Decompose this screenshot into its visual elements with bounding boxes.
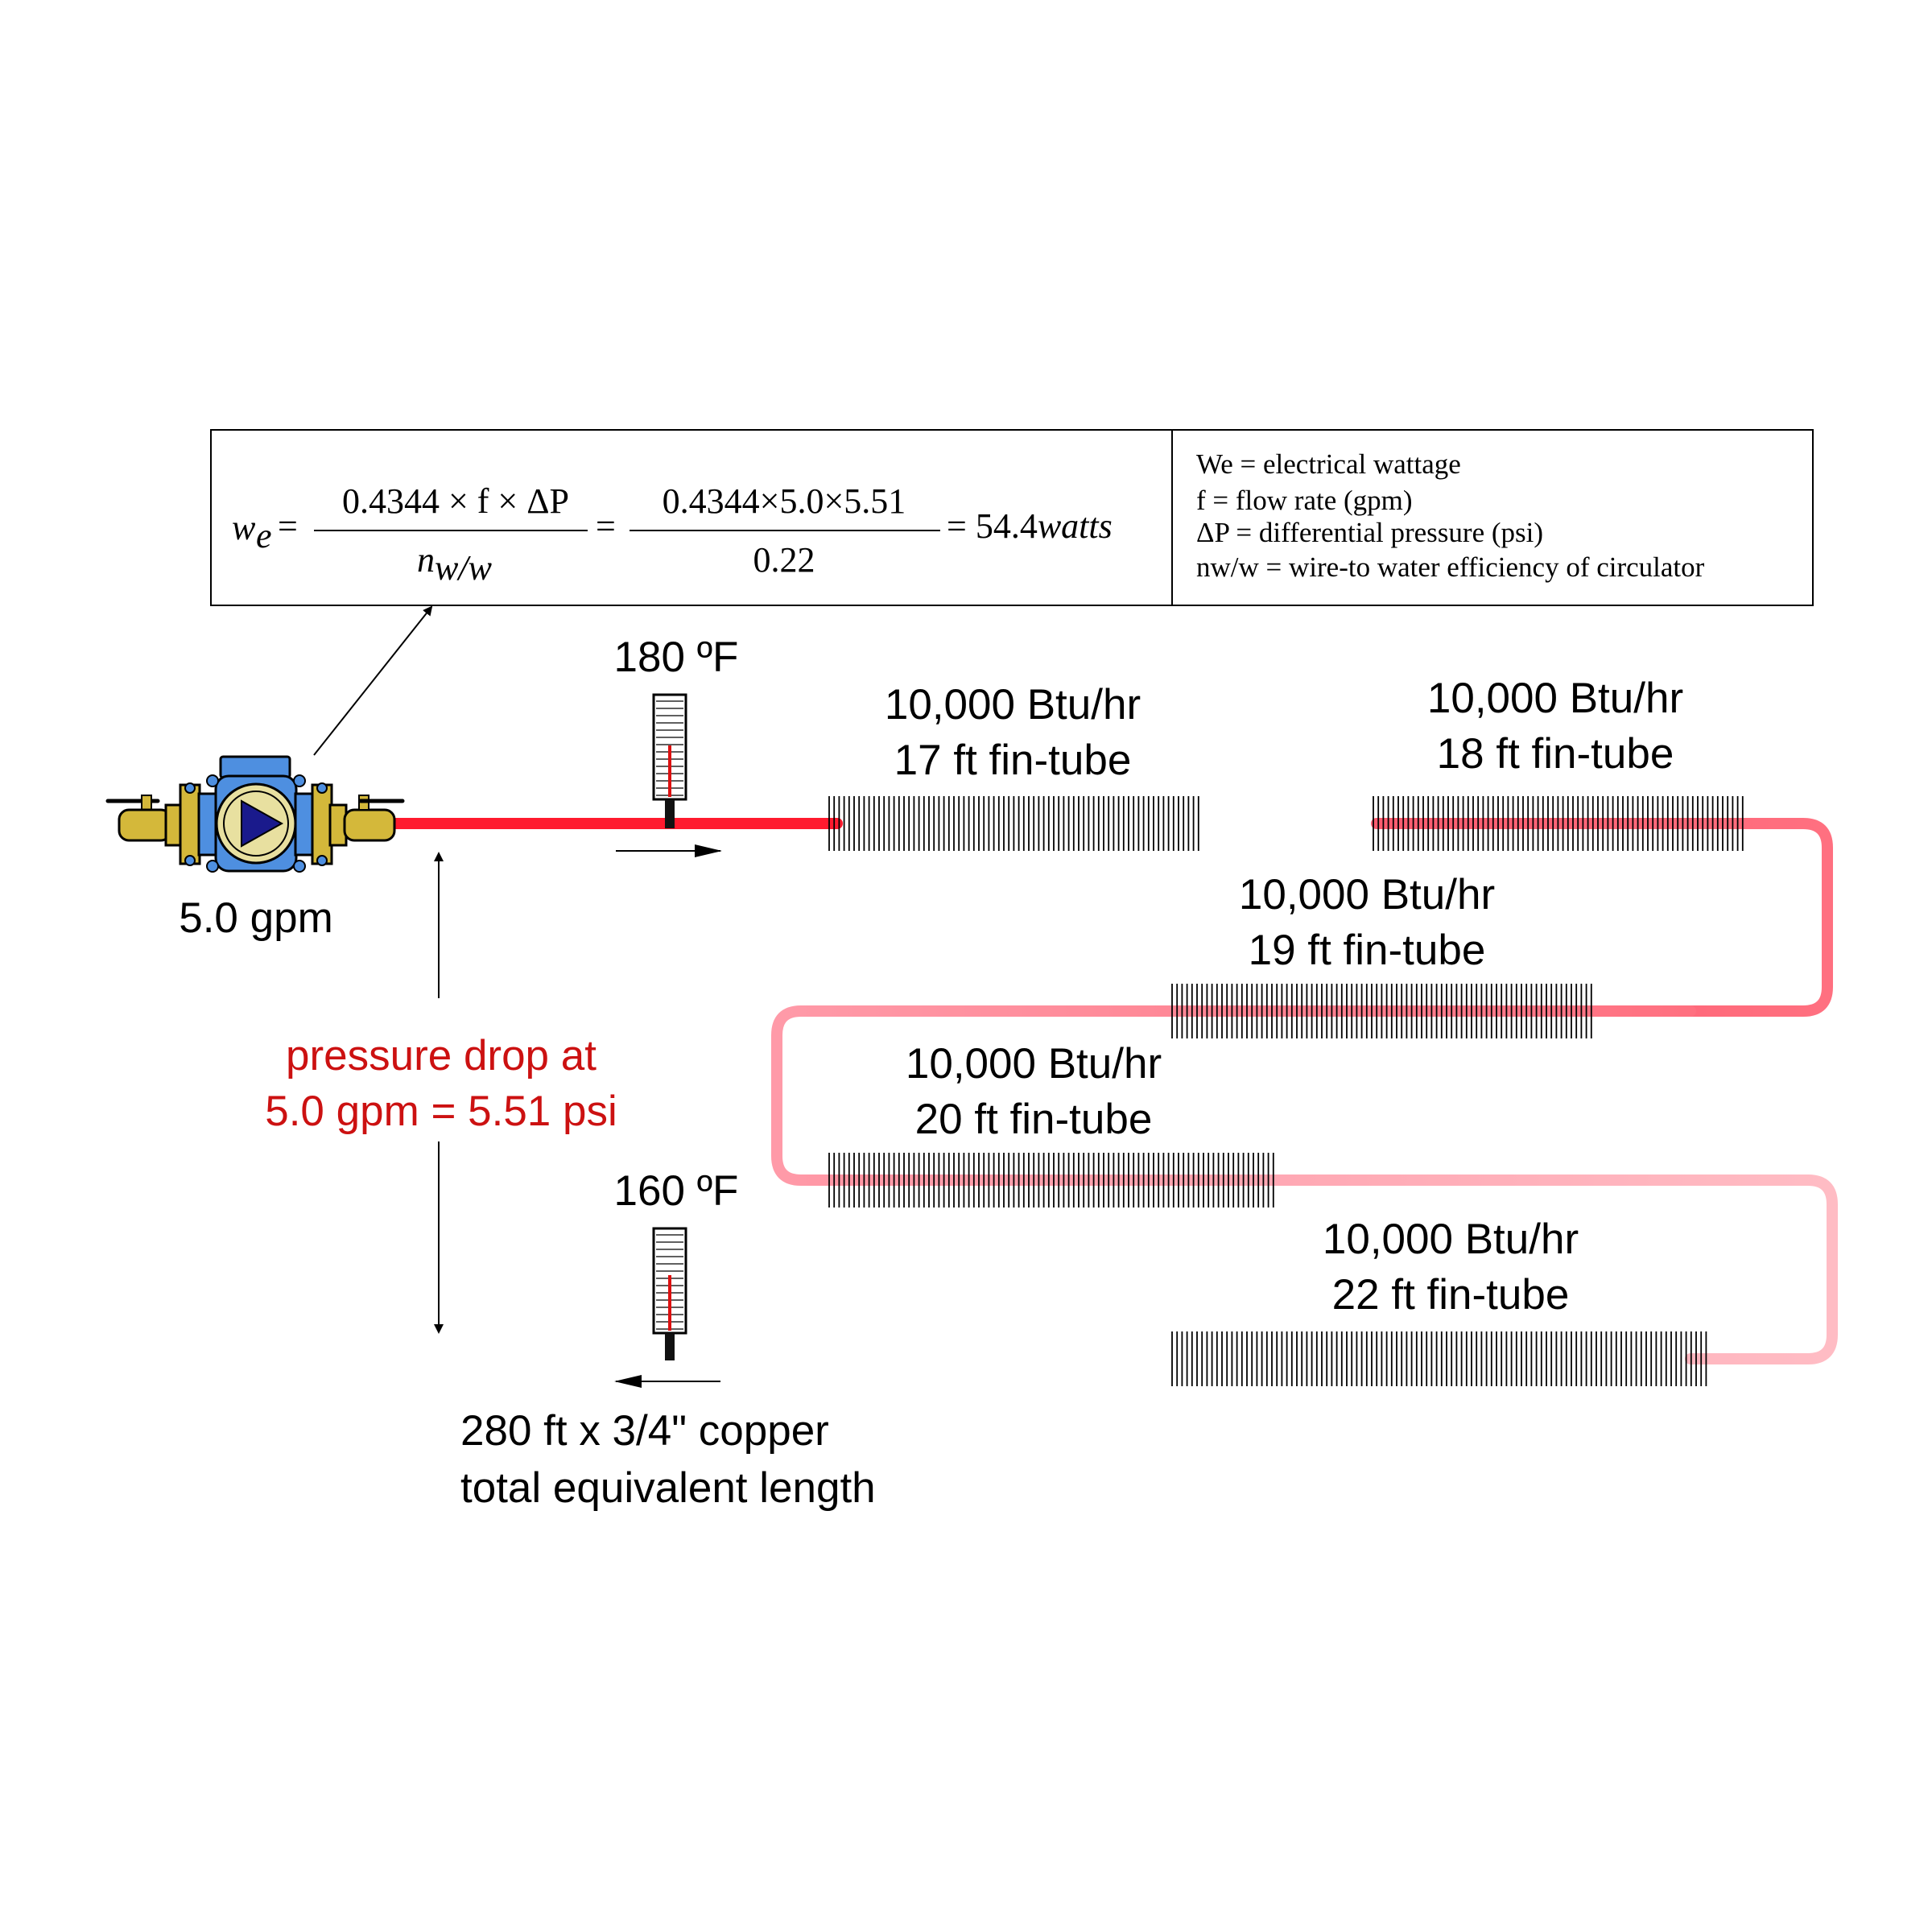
baseboard-1-load: 10,000 Btu/hr xyxy=(885,681,1141,729)
svg-text:=: = xyxy=(278,506,298,546)
baseboard-labels: 10,000 Btu/hr 17 ft fin-tube 10,000 Btu/… xyxy=(885,675,1683,1319)
equation-numerator-1: 0.4344 × f × ΔP xyxy=(342,481,569,521)
supply-thermometer: 180 ºF xyxy=(614,634,739,857)
pressure-drop-line-2: 5.0 gpm = 5.51 psi xyxy=(265,1088,617,1135)
fin-tube-4 xyxy=(828,1153,1274,1208)
baseboard-4-length: 20 ft fin-tube xyxy=(915,1096,1153,1143)
ball-valve-icon xyxy=(328,795,405,847)
fin-tube-5 xyxy=(1171,1331,1707,1386)
fin-tube-elements xyxy=(828,796,1744,1386)
baseboard-3-load: 10,000 Btu/hr xyxy=(1239,871,1495,919)
flow-rate-label: 5.0 gpm xyxy=(179,894,333,942)
pipe-segment-2 xyxy=(1371,818,1833,1017)
fin-tube-2 xyxy=(1373,796,1744,851)
equation-result: = 54.4watts xyxy=(947,506,1113,546)
pipe-segment-4 xyxy=(880,1174,1838,1364)
legend-line-f: f = flow rate (gpm) xyxy=(1196,485,1413,516)
baseboard-1-length: 17 ft fin-tube xyxy=(894,737,1132,784)
baseboard-4-load: 10,000 Btu/hr xyxy=(906,1040,1162,1088)
thermometer-icon xyxy=(652,1227,687,1360)
pressure-drop-line-1: pressure drop at xyxy=(286,1032,597,1080)
legend-line-we: We = electrical wattage xyxy=(1196,448,1461,480)
equation-denominator-1: n xyxy=(417,540,435,580)
return-temp-label: 160 ºF xyxy=(614,1167,739,1215)
baseboard-5-load: 10,000 Btu/hr xyxy=(1323,1216,1579,1263)
svg-text:=: = xyxy=(596,506,616,546)
circulator-pump-icon xyxy=(105,755,405,873)
legend-line-dp: ΔP = differential pressure (psi) xyxy=(1196,517,1543,548)
legend-line-nww: nw/w = wire-to water efficiency of circu… xyxy=(1196,551,1705,583)
equation-denominator-2: 0.22 xyxy=(753,540,815,580)
equation-numerator-2: 0.4344×5.0×5.51 xyxy=(663,481,906,521)
equation-box: w e = 0.4344 × f × ΔP n w/w = 0.4344×5.0… xyxy=(210,429,1814,606)
return-thermometer: 160 ºF xyxy=(614,1167,739,1388)
baseboard-5-length: 22 ft fin-tube xyxy=(1332,1271,1570,1319)
baseboard-3-length: 19 ft fin-tube xyxy=(1249,927,1486,974)
fin-tube-3 xyxy=(1171,984,1592,1038)
supply-temp-label: 180 ºF xyxy=(614,634,739,681)
equation-lhs-subscript: e xyxy=(256,516,272,555)
pipe-length-line-2: total equivalent length xyxy=(460,1464,876,1512)
pipe-length-line-1: 280 ft x 3/4" copper xyxy=(460,1407,829,1455)
baseboard-2-load: 10,000 Btu/hr xyxy=(1427,675,1683,722)
thermometer-icon xyxy=(652,693,687,828)
pipe-segment-3 xyxy=(771,1005,1696,1186)
baseboard-2-length: 18 ft fin-tube xyxy=(1437,730,1674,778)
fin-tube-1 xyxy=(828,796,1199,851)
equation-lhs: w xyxy=(232,508,256,547)
ball-valve-icon xyxy=(105,795,184,847)
equation-pointer-arrow xyxy=(313,605,433,756)
equation-denominator-1-subscript: w/w xyxy=(435,548,493,588)
